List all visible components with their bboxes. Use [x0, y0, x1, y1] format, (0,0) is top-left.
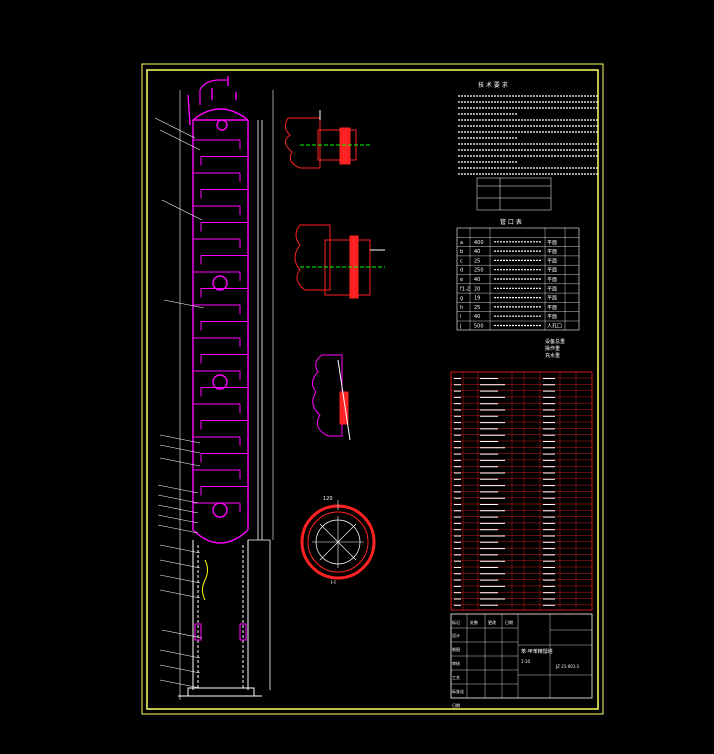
parts-list: [450, 371, 593, 611]
title-block-header-mark: 标记: [452, 619, 460, 625]
drawing-scale: 1:10: [521, 659, 530, 664]
nozzle-size: 40: [474, 314, 480, 320]
nozzle-size: 40: [474, 277, 480, 283]
nozzle-face: 平面: [547, 249, 557, 255]
nozzle-face: 平面: [547, 258, 557, 264]
outer-frame: [141, 63, 604, 715]
nozzle-id: j: [459, 324, 461, 330]
weight-label: 充水重: [545, 352, 560, 359]
dimension-line: [179, 90, 274, 700]
title-block-header-date: 日期: [505, 619, 513, 625]
nozzle-size: 25: [474, 305, 480, 311]
nozzle-size: 25: [474, 258, 480, 264]
nozzle-size: 19: [474, 296, 480, 302]
tech-requirements-text: [458, 95, 598, 175]
nozzle-id: a: [460, 240, 463, 246]
title-block-row-label: 制图: [452, 646, 460, 652]
nozzle-id: c: [460, 258, 463, 264]
title-block-row-label: 标准化: [452, 688, 464, 694]
nozzle-size: 400: [474, 240, 484, 246]
nozzle-id: b: [460, 249, 463, 255]
nozzle-table: a 400 平面 b 40 平面 c 25 平面 d 250 平面 e 40 平面 f1-2 20 平面 g 19 平面…: [456, 227, 580, 331]
leader-lines: [154, 117, 205, 689]
nozzle-face: 人孔口: [547, 323, 562, 330]
drawing-title: 苯-甲苯精馏塔: [521, 648, 553, 655]
tech-requirements-title: 技 术 要 求: [478, 81, 508, 89]
nozzle-face: 平面: [547, 305, 557, 311]
nozzle-face: 平面: [547, 286, 557, 292]
nozzle-face: 平面: [547, 296, 557, 302]
nozzle-table-title: 管 口 表: [500, 218, 522, 226]
detail-3: [312, 354, 351, 441]
nozzle-size: 250: [474, 268, 484, 274]
distillation-column: [187, 76, 249, 544]
nozzle-size: 500: [474, 324, 484, 330]
nozzle-face: 平面: [547, 268, 557, 274]
section-label: I-I: [331, 580, 336, 586]
title-block-header-change: 更改: [488, 619, 496, 625]
title-block-header-count: 处数: [470, 619, 478, 625]
weight-label: 设备总重: [545, 338, 565, 345]
section-callout: 120: [323, 496, 333, 502]
inner-frame: [146, 69, 599, 710]
nozzle-id: f1-2: [460, 286, 470, 292]
nozzle-face: 平面: [547, 314, 557, 320]
title-block-row-label: 审核: [452, 660, 460, 666]
nozzle-size: 40: [474, 249, 480, 255]
side-pipe: [248, 120, 271, 690]
title-block-row-label: 日期: [452, 702, 460, 708]
nozzle-face: 平面: [547, 277, 557, 283]
nozzle-id: h: [460, 305, 463, 311]
nozzle-face: 平面: [547, 240, 557, 246]
nozzle-id: d: [460, 268, 463, 274]
nozzle-id: i: [460, 314, 461, 320]
column-trays: [193, 139, 248, 512]
title-block: 标记 处数 更改 日期 苯-甲苯精馏塔 1:10 JZ 21-001-1 设计制…: [450, 613, 593, 708]
title-block-row-label: 设计: [452, 632, 460, 638]
nozzle-id: e: [460, 277, 463, 283]
tech-small-table: [476, 177, 552, 211]
weight-label: 操作重: [545, 345, 560, 352]
nozzle-size: 20: [474, 286, 480, 292]
detail-1: [284, 110, 370, 169]
section-view: [300, 500, 376, 580]
drawing-number: JZ 21-001-1: [555, 664, 580, 669]
title-block-row-label: 工艺: [452, 675, 460, 680]
column-skirt: [178, 540, 262, 697]
detail-2: [294, 224, 385, 299]
nozzle-id: g: [460, 296, 463, 302]
